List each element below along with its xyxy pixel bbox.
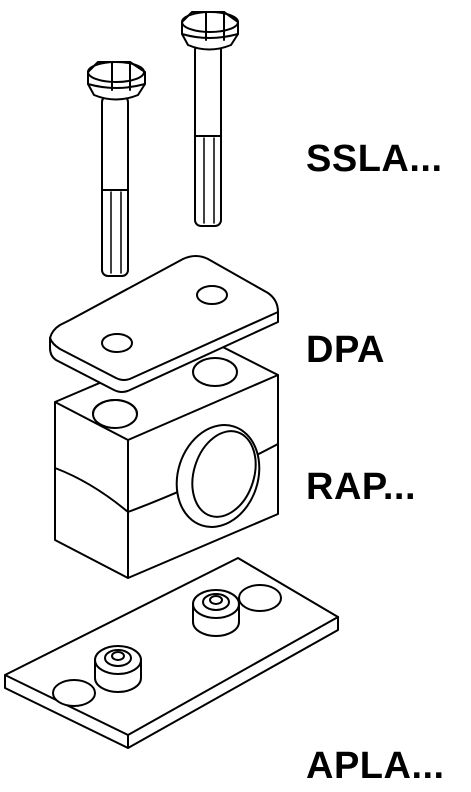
bolt-left bbox=[87, 61, 146, 277]
clamp-bolt-hole bbox=[192, 357, 238, 387]
threaded-boss bbox=[94, 645, 142, 693]
cover-plate-hole bbox=[196, 285, 228, 305]
cover-plate-hole bbox=[101, 333, 133, 353]
label-bolts: SSLA... bbox=[306, 138, 443, 180]
base-plate-hole bbox=[52, 679, 96, 707]
bolt-right bbox=[181, 11, 239, 227]
label-cover-plate: DPA bbox=[306, 329, 385, 371]
cover-plate bbox=[49, 255, 279, 393]
threaded-boss bbox=[192, 589, 240, 637]
label-clamp-body: RAP... bbox=[306, 466, 417, 508]
pipe-bore bbox=[175, 424, 261, 528]
label-base-plate: APLA... bbox=[306, 745, 445, 787]
base-plate-hole bbox=[238, 584, 282, 612]
base-plate bbox=[4, 557, 339, 749]
